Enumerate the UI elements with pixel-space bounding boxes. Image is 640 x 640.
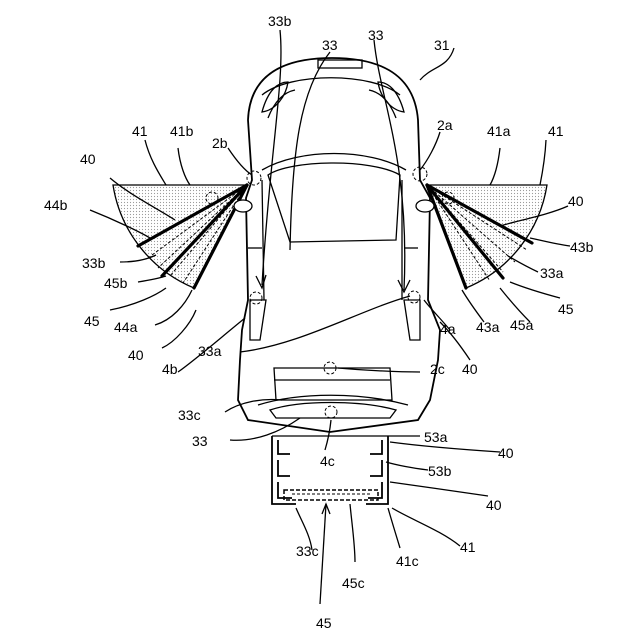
- label-45c: 45c: [342, 575, 365, 591]
- label-41c: 41c: [396, 553, 419, 569]
- label-40-rear-1: 40: [498, 445, 514, 461]
- label-4c: 4c: [320, 453, 335, 469]
- label-43a: 43a: [476, 319, 500, 335]
- label-2b: 2b: [212, 135, 228, 151]
- label-40-left-bottom: 40: [128, 347, 144, 363]
- label-33c-bottom: 33c: [296, 543, 319, 559]
- label-2c: 2c: [430, 361, 445, 377]
- right-detection-zone: [427, 185, 547, 288]
- label-41-right: 41: [548, 123, 564, 139]
- label-40-right-top: 40: [568, 193, 584, 209]
- label-41a: 41a: [487, 123, 511, 139]
- label-45-right: 45: [558, 301, 574, 317]
- label-45a: 45a: [510, 317, 534, 333]
- label-41-left: 41: [132, 123, 148, 139]
- label-41-rear: 41: [460, 539, 476, 555]
- label-33c-mid: 33c: [178, 407, 201, 423]
- label-45-left: 45: [84, 313, 100, 329]
- label-45-bottom: 45: [316, 615, 332, 631]
- label-33b-left: 33b: [82, 255, 106, 271]
- label-43b: 43b: [570, 239, 594, 255]
- label-44a: 44a: [114, 319, 138, 335]
- rear-detection-area: [272, 436, 388, 504]
- label-40-right-mid: 40: [462, 361, 478, 377]
- label-45b: 45b: [104, 275, 128, 291]
- label-40-rear-2: 40: [486, 497, 502, 513]
- label-53b: 53b: [428, 463, 452, 479]
- label-33a-right: 33a: [540, 265, 564, 281]
- label-33-bottom: 33: [192, 433, 208, 449]
- label-33b-top: 33b: [268, 13, 292, 29]
- label-41b: 41b: [170, 123, 194, 139]
- label-40-left-top: 40: [80, 151, 96, 167]
- label-2a: 2a: [437, 117, 453, 133]
- label-4b: 4b: [162, 361, 178, 377]
- label-33-top-left: 33: [322, 37, 338, 53]
- label-33-top-right: 33: [368, 27, 384, 43]
- label-31: 31: [434, 37, 450, 53]
- label-4a: 4a: [440, 321, 456, 337]
- label-44b: 44b: [44, 197, 68, 213]
- label-53a: 53a: [424, 429, 448, 445]
- label-33a-center: 33a: [198, 343, 222, 359]
- left-detection-zone: [113, 185, 247, 288]
